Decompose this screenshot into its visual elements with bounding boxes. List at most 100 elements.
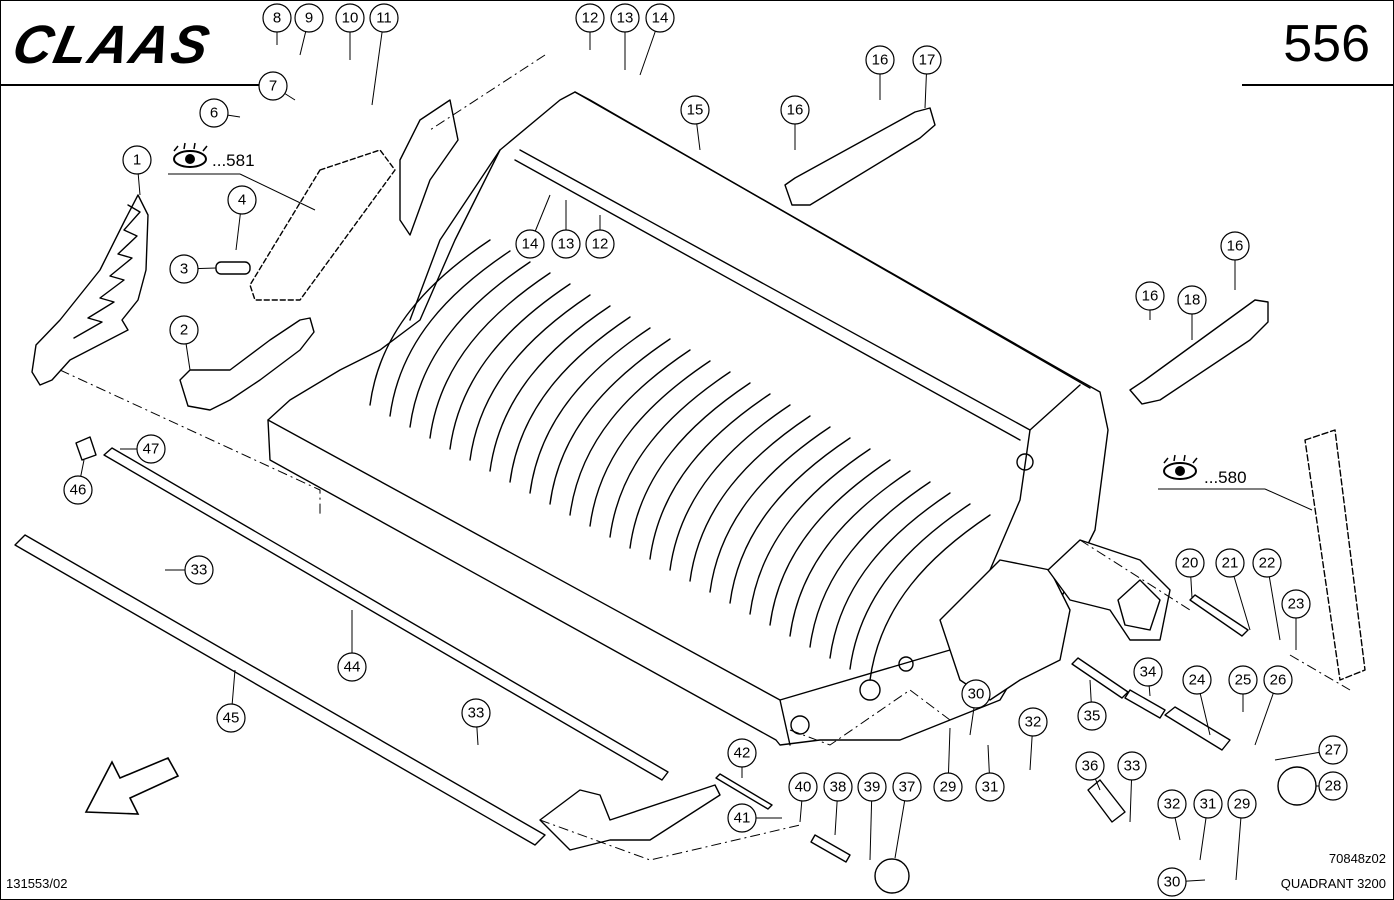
housing-slot bbox=[769, 459, 891, 626]
callout-36: 36 bbox=[1075, 751, 1105, 781]
callout-20: 20 bbox=[1175, 548, 1205, 578]
housing-slot bbox=[729, 437, 851, 604]
callout-number: 30 bbox=[968, 686, 985, 703]
cam-shaft-45 bbox=[14, 534, 546, 846]
callout-30: 30 bbox=[1157, 867, 1187, 897]
callout-number: 35 bbox=[1084, 708, 1101, 725]
housing-slot bbox=[429, 272, 551, 439]
housing-slot bbox=[369, 239, 491, 406]
callout-14: 14 bbox=[515, 229, 545, 259]
ball-28 bbox=[1277, 766, 1317, 806]
callout-number: 30 bbox=[1164, 874, 1181, 891]
callout-number: 26 bbox=[1270, 672, 1287, 689]
bolt-24 bbox=[1164, 706, 1231, 751]
callout-32: 32 bbox=[1018, 707, 1048, 737]
spring-38 bbox=[810, 834, 851, 863]
callout-leader-11 bbox=[371, 17, 385, 106]
callout-13: 13 bbox=[610, 3, 640, 33]
bolt-35 bbox=[1071, 657, 1129, 699]
lever-plate bbox=[179, 317, 315, 411]
callout-number: 38 bbox=[830, 779, 847, 796]
header-rule-right bbox=[1242, 84, 1394, 86]
callout-8: 8 bbox=[262, 3, 292, 33]
eye-icon bbox=[173, 142, 208, 168]
callout-number: 40 bbox=[795, 779, 812, 796]
callout-number: 45 bbox=[223, 710, 240, 727]
callout-number: 17 bbox=[919, 52, 936, 69]
callout-16: 16 bbox=[780, 95, 810, 125]
callout-37: 37 bbox=[892, 772, 922, 802]
arm-17 bbox=[784, 107, 936, 206]
callout-number: 6 bbox=[210, 105, 218, 122]
callout-number: 23 bbox=[1288, 596, 1305, 613]
callout-15: 15 bbox=[680, 95, 710, 125]
callout-number: 7 bbox=[269, 78, 277, 95]
housing-slot bbox=[609, 371, 731, 538]
callout-27: 27 bbox=[1318, 735, 1348, 765]
callout-number: 20 bbox=[1182, 555, 1199, 572]
ref-text-580: ...580 bbox=[1204, 468, 1247, 487]
callout-number: 32 bbox=[1164, 796, 1181, 813]
callout-45: 45 bbox=[216, 703, 246, 733]
callout-number: 36 bbox=[1082, 758, 1099, 775]
callout-number: 2 bbox=[180, 322, 188, 339]
callout-10: 10 bbox=[335, 3, 365, 33]
callout-24: 24 bbox=[1182, 665, 1212, 695]
callout-46: 46 bbox=[63, 475, 93, 505]
bolt-20 bbox=[1189, 594, 1249, 637]
housing-slot bbox=[669, 404, 791, 571]
callout-44: 44 bbox=[337, 652, 367, 682]
callout-number: 39 bbox=[864, 779, 881, 796]
callout-31: 31 bbox=[1193, 789, 1223, 819]
callout-number: 3 bbox=[180, 261, 188, 278]
housing-slot bbox=[569, 349, 691, 516]
housing-slot bbox=[689, 415, 811, 582]
callout-9: 9 bbox=[294, 3, 324, 33]
callout-number: 47 bbox=[143, 441, 160, 458]
page-number: 556 bbox=[1283, 15, 1370, 73]
callout-4: 4 bbox=[227, 185, 257, 215]
dashed-cylinder bbox=[249, 149, 396, 301]
ref-text-581: ...581 bbox=[212, 151, 255, 170]
spring-34 bbox=[1124, 689, 1166, 719]
housing-slot bbox=[849, 503, 971, 670]
callout-18: 18 bbox=[1177, 285, 1207, 315]
callout-number: 31 bbox=[982, 779, 999, 796]
callout-number: 13 bbox=[558, 236, 575, 253]
bushing-46 bbox=[75, 436, 97, 461]
callout-13: 13 bbox=[551, 229, 581, 259]
callout-2: 2 bbox=[169, 315, 199, 345]
callout-1: 1 bbox=[122, 145, 152, 175]
side-bracket bbox=[399, 99, 459, 236]
callout-number: 12 bbox=[592, 236, 609, 253]
callout-number: 1 bbox=[133, 152, 141, 169]
document-code: 131553/02 bbox=[6, 876, 68, 891]
callout-number: 9 bbox=[305, 10, 313, 27]
cam-segment-plate bbox=[31, 194, 149, 386]
callout-11: 11 bbox=[369, 3, 399, 33]
callout-12: 12 bbox=[585, 229, 615, 259]
callout-number: 37 bbox=[899, 779, 916, 796]
callout-41: 41 bbox=[727, 803, 757, 833]
callout-16: 16 bbox=[1220, 231, 1250, 261]
callout-number: 42 bbox=[734, 745, 751, 762]
callout-number: 28 bbox=[1325, 778, 1342, 795]
ref-leader-581 bbox=[239, 173, 316, 211]
callout-number: 16 bbox=[1227, 238, 1244, 255]
callout-38: 38 bbox=[823, 772, 853, 802]
callout-number: 11 bbox=[376, 10, 392, 27]
assembly-line-5 bbox=[1289, 654, 1351, 691]
ref-leader-580 bbox=[1264, 488, 1313, 511]
model-name: QUADRANT 3200 bbox=[1280, 876, 1386, 891]
callout-3: 3 bbox=[169, 254, 199, 284]
callout-34: 34 bbox=[1133, 657, 1163, 687]
callout-30: 30 bbox=[961, 679, 991, 709]
housing-slot bbox=[649, 393, 771, 560]
cam-segment-teeth bbox=[73, 204, 141, 339]
crank-handle bbox=[539, 784, 721, 851]
callout-number: 44 bbox=[344, 659, 361, 676]
callout-39: 39 bbox=[857, 772, 887, 802]
housing-slot bbox=[789, 470, 911, 637]
callout-number: 4 bbox=[238, 192, 246, 209]
